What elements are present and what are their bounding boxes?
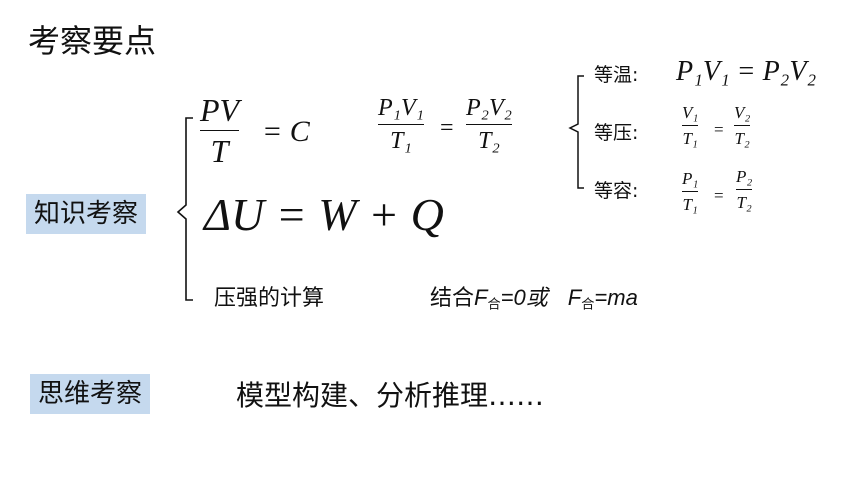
isothermal-label: 等温: xyxy=(594,64,639,86)
combined-left-denominator: T₁ xyxy=(390,128,412,154)
pressure-label: 压强的计算 xyxy=(214,286,325,311)
main-brace xyxy=(176,117,193,301)
thinking-content: 模型构建、分析推理…… xyxy=(236,379,545,412)
knowledge-label: 知识考察 xyxy=(26,194,147,234)
fraction-bar xyxy=(682,125,699,126)
ideal-gas-numerator: PV xyxy=(200,92,240,128)
force-subscript-2: 合 xyxy=(581,297,595,313)
isobaric-left-numerator: V₁ xyxy=(682,103,699,122)
combined-right-numerator: P₂V₂ xyxy=(466,95,513,121)
fraction-bar xyxy=(682,191,699,192)
isobaric-left-denominator: T₁ xyxy=(682,129,698,148)
isochoric-equals: = xyxy=(714,186,724,205)
ideal-gas-rhs: = C xyxy=(262,115,310,148)
isochoric-left-fraction: P₁ T₁ xyxy=(682,169,699,214)
ideal-gas-denominator: T xyxy=(210,133,229,169)
first-law-formula: ΔU = W + Q xyxy=(204,189,444,240)
isobaric-right-fraction: V₂ T₂ xyxy=(734,103,751,148)
isobaric-equals: = xyxy=(714,120,724,139)
isochoric-right-denominator: T₂ xyxy=(736,193,752,212)
page-title: 考察要点 xyxy=(28,22,157,60)
combined-right-denominator: T₂ xyxy=(478,128,500,154)
ideal-gas-fraction: PV T xyxy=(200,92,240,169)
isochoric-label: 等容: xyxy=(594,180,639,202)
fraction-bar xyxy=(736,189,753,190)
fraction-bar xyxy=(200,130,240,131)
fraction-bar xyxy=(734,125,751,126)
isobaric-left-fraction: V₁ T₁ xyxy=(682,103,699,148)
isobaric-label: 等压: xyxy=(594,122,639,144)
fraction-bar xyxy=(466,124,513,125)
force-symbol: F xyxy=(474,285,488,310)
combined-left-numerator: P₁V₁ xyxy=(378,95,425,121)
combined-left-fraction: P₁V₁ T₁ xyxy=(378,95,425,154)
special-cases-brace xyxy=(568,75,584,189)
isobaric-right-denominator: T₂ xyxy=(734,129,750,148)
force-symbol-2: F xyxy=(567,285,582,310)
combined-equals: = xyxy=(440,115,454,141)
combined-right-fraction: P₂V₂ T₂ xyxy=(466,95,513,154)
thinking-label: 思维考察 xyxy=(30,374,151,414)
fraction-bar xyxy=(378,124,425,125)
force-subscript: 合 xyxy=(487,297,501,313)
isochoric-right-numerator: P₂ xyxy=(736,167,753,186)
combine-text: 结合 xyxy=(430,286,475,311)
isobaric-right-numerator: V₂ xyxy=(734,103,751,122)
isochoric-left-denominator: T₁ xyxy=(682,195,698,214)
ma-text: =ma xyxy=(594,285,638,310)
isochoric-right-fraction: P₂ T₂ xyxy=(736,167,753,212)
zero-or-text: =0或 xyxy=(500,285,548,310)
isochoric-left-numerator: P₁ xyxy=(682,169,699,188)
isothermal-formula: P₁V₁ = P₂V₂ xyxy=(676,56,817,87)
